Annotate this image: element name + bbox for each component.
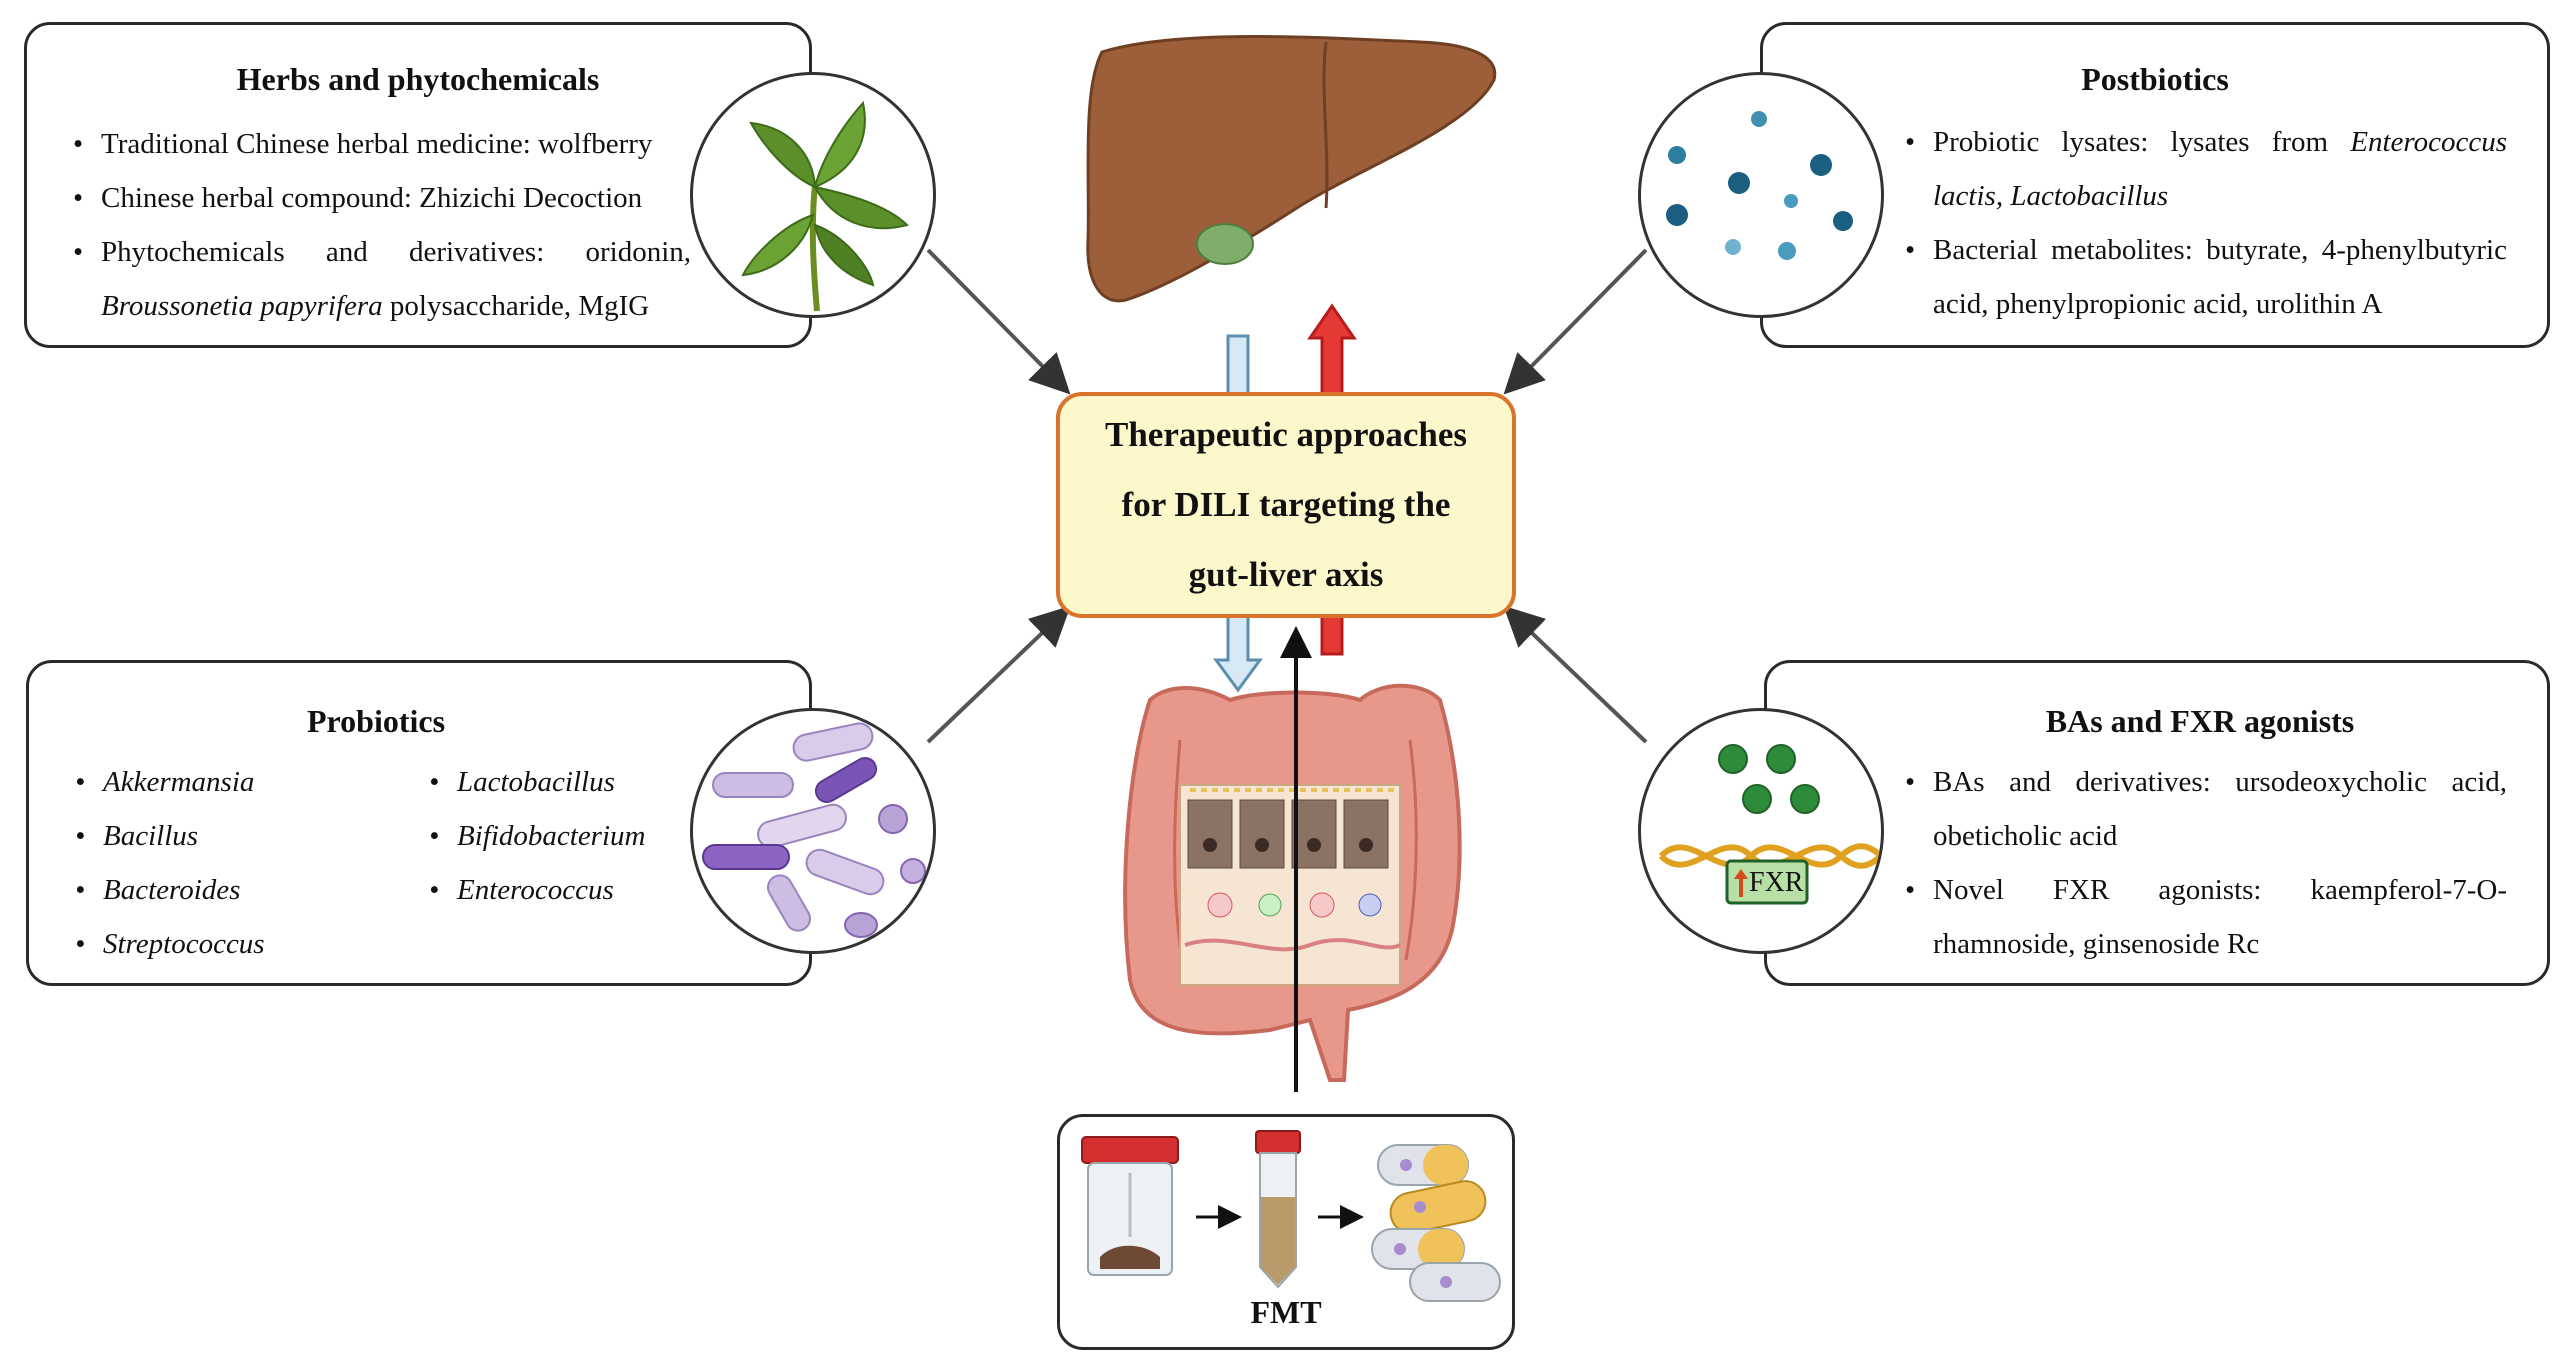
herbs-list: Traditional Chinese herbal medicine: wol… (71, 117, 691, 333)
arrow-bas-to-center (1503, 605, 1648, 744)
center-title-line2: for DILI targeting the (1121, 485, 1451, 524)
postbiotics-title: Postbiotics (2081, 61, 2229, 97)
herbs-title: Herbs and phytochemicals (236, 61, 600, 97)
list-item: Lactobacillus (427, 755, 727, 809)
herbs-box: Herbs and phytochemicals Traditional Chi… (24, 22, 812, 348)
center-title-line1: Therapeutic approaches (1105, 415, 1467, 454)
fmt-illustration (1081, 1130, 1501, 1302)
test-tube-icon (1255, 1130, 1301, 1289)
center-title-line3: gut-liver axis (1188, 555, 1384, 594)
list-item: Bacterial metabolites: butyrate, 4-pheny… (1903, 223, 2507, 331)
list-item: Bacillus (73, 809, 373, 863)
list-item: Enterococcus (427, 863, 727, 917)
herbs-item3-tail: polysaccharide, MgIG (382, 290, 650, 322)
fxr-label: FXR (1749, 867, 1804, 898)
list-item: Chinese herbal compound: Zhizichi Decoct… (71, 171, 691, 225)
postbiotics-box: Postbiotics Probiotic lysates: lysates f… (1760, 22, 2550, 348)
bile-acid-fxr-icon: FXR (1638, 708, 1884, 954)
liver-icon (1086, 35, 1497, 303)
center-title-box: Therapeutic approaches for DILI targetin… (1056, 392, 1516, 618)
bas-title: BAs and FXR agonists (2045, 703, 2355, 739)
postbiotics-item1-italic: Enterococcus lactis, Lactobacillus (1933, 126, 2507, 212)
postbiotic-particles-icon (1638, 72, 1884, 318)
arrow-probiotics-to-center (926, 605, 1071, 744)
arrow-herbs-to-center (926, 248, 1071, 395)
probiotics-col2: Lactobacillus Bifidobacterium Enterococc… (427, 755, 727, 917)
probiotics-title: Probiotics (306, 703, 446, 739)
probiotics-col1: Akkermansia Bacillus Bacteroides Strepto… (73, 755, 373, 971)
list-item: Streptococcus (73, 917, 373, 971)
bas-list: BAs and derivatives: ursodeoxycholic aci… (1903, 755, 2507, 971)
list-item: Traditional Chinese herbal medicine: wol… (71, 117, 691, 171)
probiotics-box: Probiotics Akkermansia Bacillus Bacteroi… (26, 660, 812, 986)
list-item: Probiotic lysates: lysates from Enteroco… (1903, 115, 2507, 223)
list-item: Akkermansia (73, 755, 373, 809)
stool-container-icon (1081, 1136, 1179, 1276)
herb-leaf-icon (690, 72, 936, 318)
bacteria-icon (690, 708, 936, 954)
capsules-icon (1371, 1144, 1501, 1302)
herbs-item3-italic: Broussonetia papyrifera (101, 290, 383, 322)
postbiotics-item1-text: Probiotic lysates: lysates from (1933, 126, 2351, 158)
list-item: Bifidobacterium (427, 809, 727, 863)
list-item: Novel FXR agonists: kaempferol-7-O-rhamn… (1903, 863, 2507, 971)
postbiotics-list: Probiotic lysates: lysates from Enteroco… (1903, 115, 2507, 331)
arrow-postbiotics-to-center (1503, 248, 1648, 395)
list-item: BAs and derivatives: ursodeoxycholic aci… (1903, 755, 2507, 863)
herbs-item3-text: Phytochemicals and derivatives: oridonin… (101, 236, 691, 268)
intestine-icon (1123, 683, 1462, 1082)
fmt-label: FMT (1250, 1294, 1322, 1330)
list-item: Phytochemicals and derivatives: oridonin… (71, 225, 691, 333)
list-item: Bacteroides (73, 863, 373, 917)
fmt-box: FMT (1057, 1114, 1515, 1350)
